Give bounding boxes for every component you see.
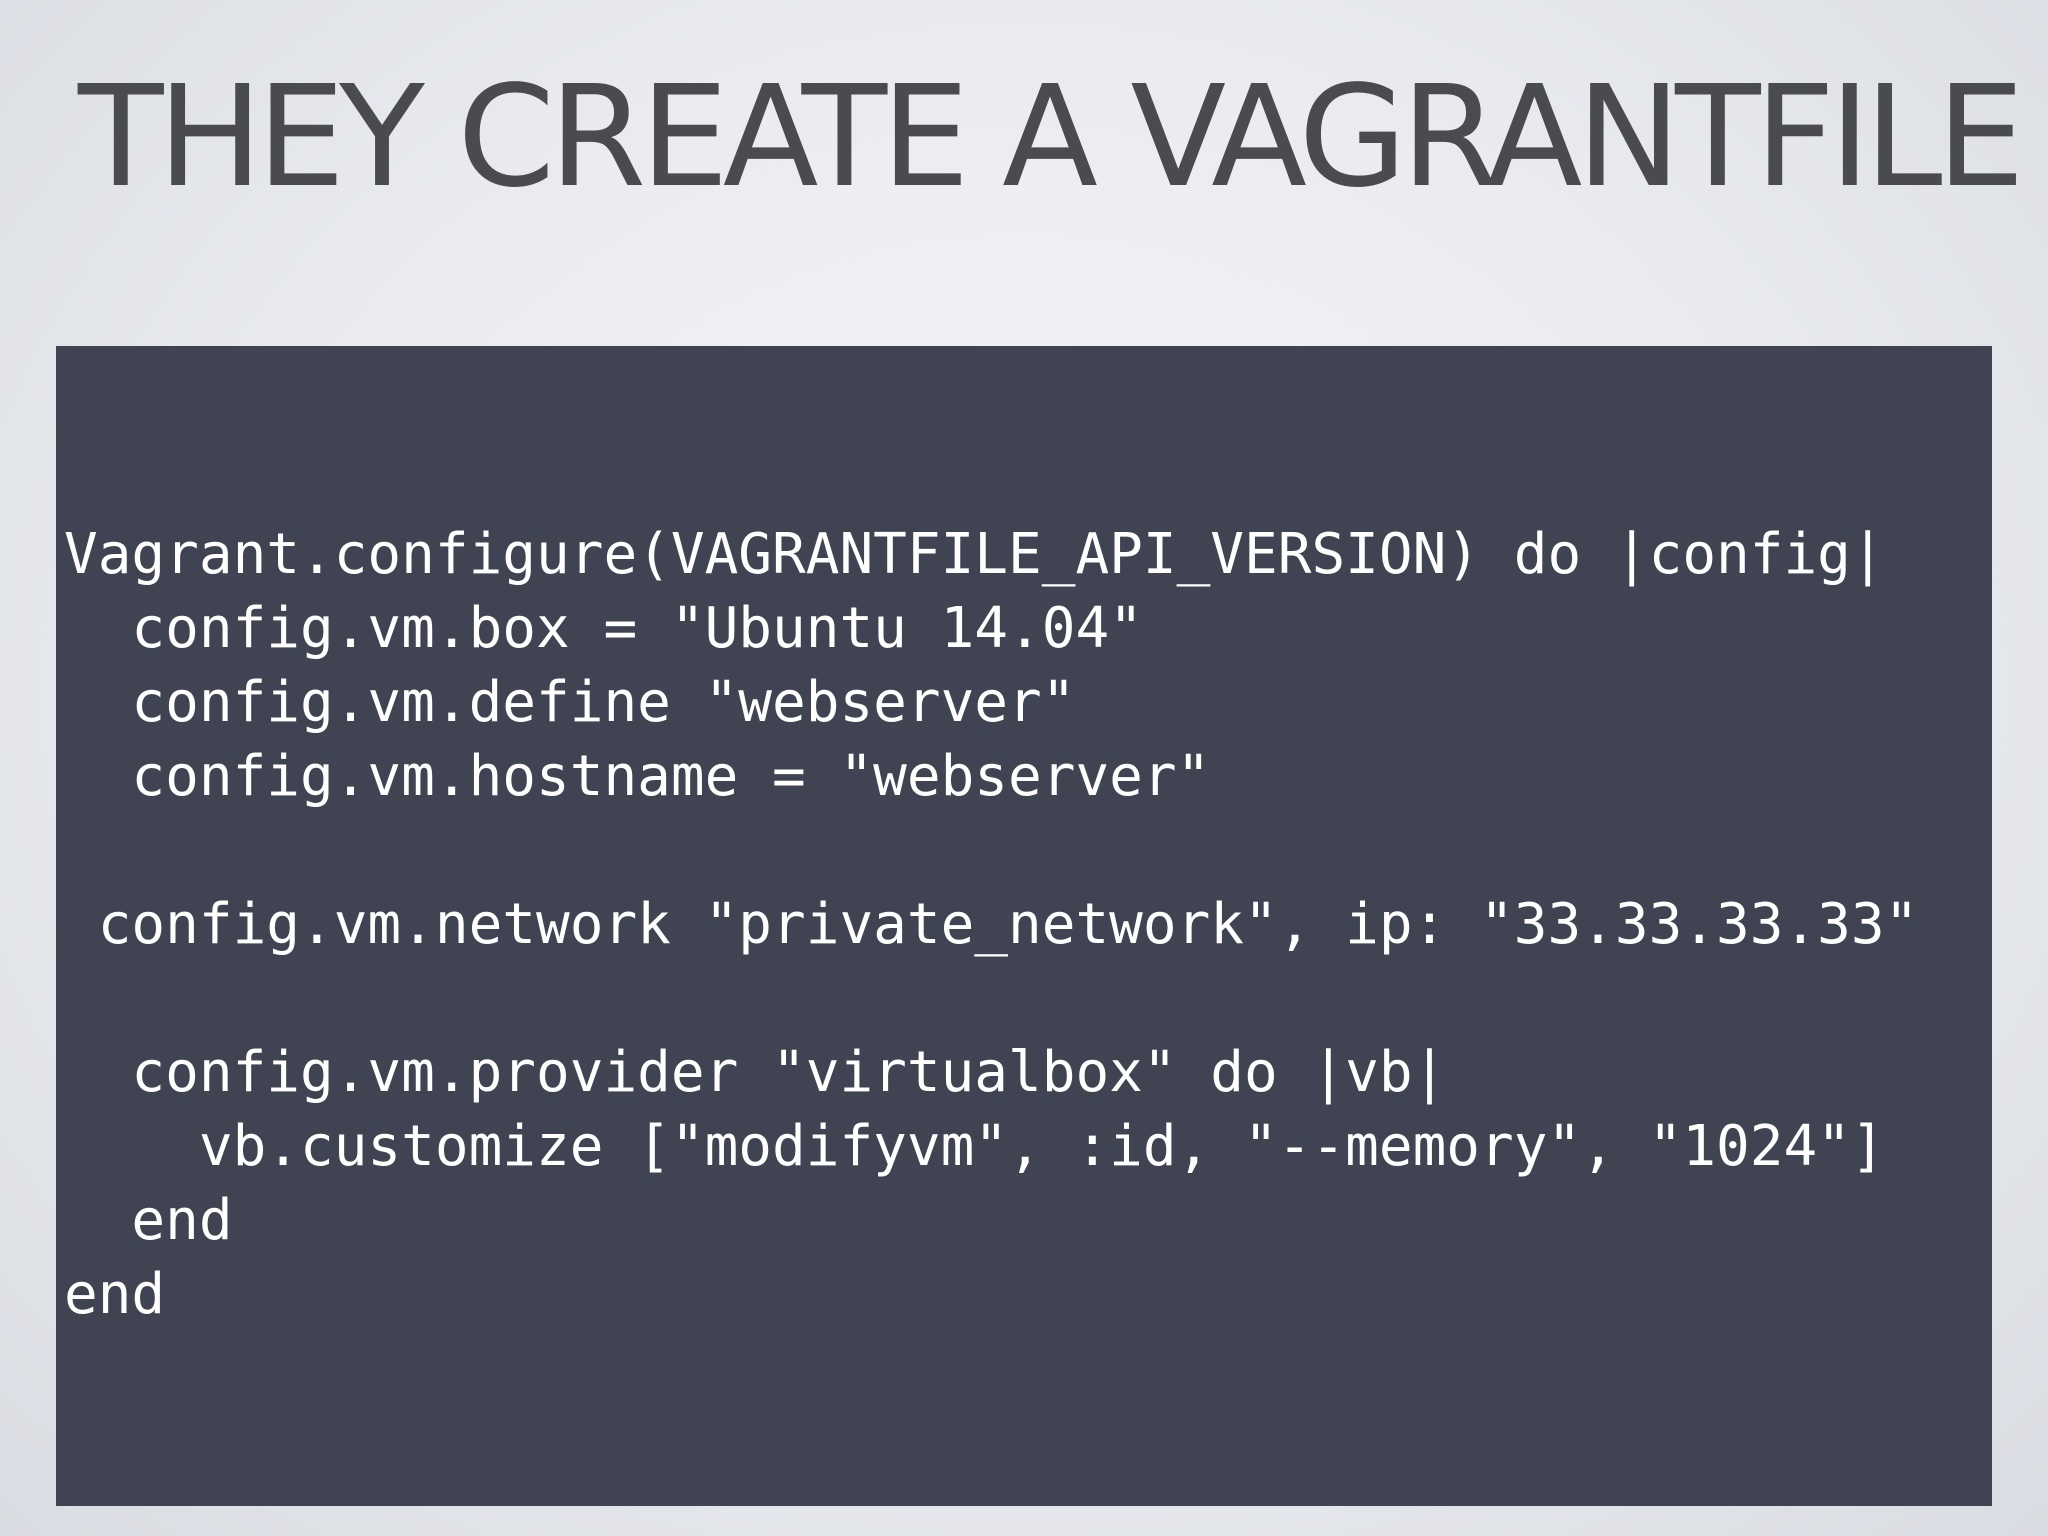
code-line: Vagrant.configure(VAGRANTFILE_API_VERSIO… xyxy=(64,522,1885,587)
code-line-blank xyxy=(64,814,1918,888)
code-line: config.vm.define "webserver" xyxy=(64,670,1076,735)
code-line: vb.customize ["modifyvm", :id, "--memory… xyxy=(64,1114,1885,1179)
code-line: config.vm.box = "Ubuntu 14.04" xyxy=(64,596,1143,661)
code-line-blank xyxy=(64,962,1918,1036)
code-line: end xyxy=(64,1188,233,1253)
slide-title: THEY CREATE A VAGRANTFILE xyxy=(78,56,2025,219)
vagrantfile-code: Vagrant.configure(VAGRANTFILE_API_VERSIO… xyxy=(64,518,1918,1332)
code-line: config.vm.provider "virtualbox" do |vb| xyxy=(64,1040,1447,1105)
code-line: config.vm.hostname = "webserver" xyxy=(64,744,1211,809)
code-panel: Vagrant.configure(VAGRANTFILE_API_VERSIO… xyxy=(56,346,1992,1506)
code-line: end xyxy=(64,1262,166,1327)
code-line: config.vm.network "private_network", ip:… xyxy=(64,892,1919,957)
